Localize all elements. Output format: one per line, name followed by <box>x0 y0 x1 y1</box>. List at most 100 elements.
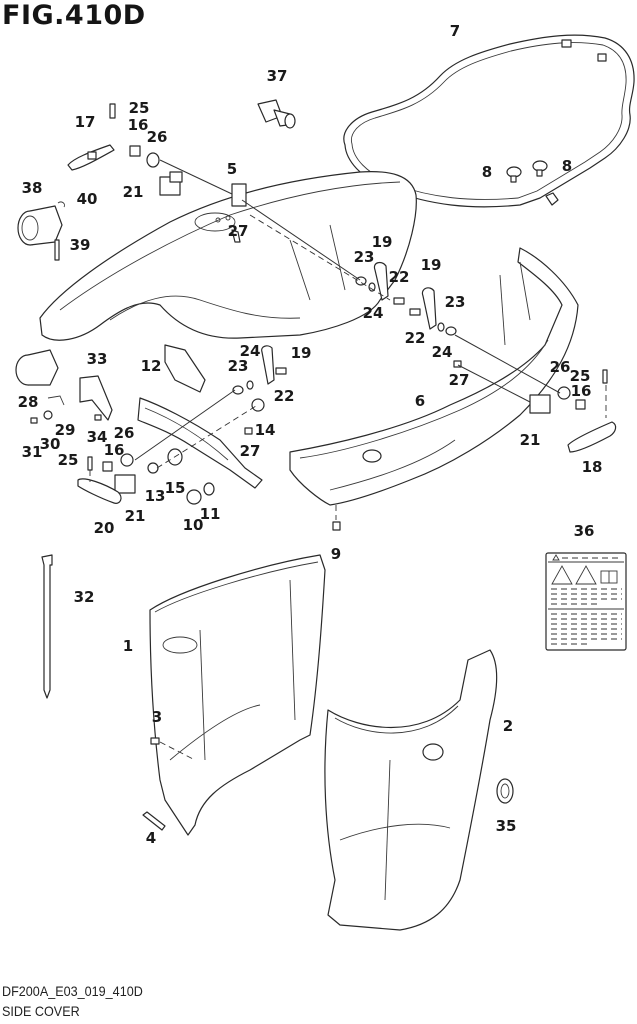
collar-part-13 <box>147 462 159 474</box>
figure-name: SIDE COVER <box>2 1003 80 1019</box>
callout-27: 27 <box>240 442 261 460</box>
callout-13: 13 <box>145 487 166 505</box>
callout-26: 26 <box>550 358 571 376</box>
lower-cover-part-1 <box>149 554 326 836</box>
pin-part-39 <box>54 239 60 261</box>
callout-19: 19 <box>372 233 393 251</box>
callout-25: 25 <box>570 367 591 385</box>
callout-26: 26 <box>114 424 135 442</box>
callout-17: 17 <box>75 113 96 131</box>
fire-warning-icon <box>551 565 573 585</box>
tie-strap-part-32 <box>41 554 53 699</box>
callout-19: 19 <box>291 344 312 362</box>
callout-28: 28 <box>18 393 39 411</box>
screw-part-27-upper <box>231 229 241 243</box>
latch-part-21-right <box>529 394 551 414</box>
pin-part-25-lower <box>87 456 93 471</box>
callout-25: 25 <box>129 99 150 117</box>
callout-14: 14 <box>255 421 276 439</box>
callout-34: 34 <box>87 428 108 446</box>
callout-8: 8 <box>482 163 492 181</box>
warning-triangle-icon <box>552 554 560 561</box>
washer-part-23-c <box>232 385 244 395</box>
callout-31: 31 <box>22 443 43 461</box>
bushing-part-16-lower <box>102 461 113 472</box>
lever-part-18 <box>567 421 617 453</box>
panel-part-12-upper <box>164 344 206 393</box>
washer-part-30 <box>43 410 53 420</box>
bushing-part-16-right <box>575 399 586 410</box>
callout-26: 26 <box>147 128 168 146</box>
bolt-part-22-c <box>275 367 287 375</box>
callout-20: 20 <box>94 519 115 537</box>
callout-6: 6 <box>415 392 425 410</box>
callout-36: 36 <box>574 522 595 540</box>
washer-part-23-b <box>445 326 457 336</box>
bracket-part-19-b <box>421 287 437 330</box>
callout-16: 16 <box>128 116 149 134</box>
bushing-part-16-upper <box>129 145 141 157</box>
callout-18: 18 <box>582 458 603 476</box>
callout-30: 30 <box>40 435 61 453</box>
callout-23: 23 <box>354 248 375 266</box>
callout-16: 16 <box>104 441 125 459</box>
grommet-part-26-upper <box>146 152 160 168</box>
callout-40: 40 <box>77 190 98 208</box>
callout-21: 21 <box>520 431 541 449</box>
grommet-part-35 <box>496 778 514 804</box>
callout-23: 23 <box>445 293 466 311</box>
callout-21: 21 <box>123 183 144 201</box>
callout-27: 27 <box>228 222 249 240</box>
callout-9: 9 <box>331 545 341 563</box>
washer-part-24-a <box>368 282 376 292</box>
clip-part-29 <box>47 395 65 406</box>
washer-part-24-b <box>437 322 445 332</box>
screw-part-27-lower <box>244 427 253 435</box>
figure-title: FIG.410D <box>2 0 146 31</box>
hand-hazard-warning-icon <box>575 565 597 585</box>
callout-10: 10 <box>183 516 204 534</box>
callout-19: 19 <box>421 256 442 274</box>
pin-part-25-right <box>602 369 608 384</box>
bolt-part-3 <box>150 737 160 745</box>
lower-cover-part-2 <box>324 649 498 931</box>
callout-38: 38 <box>22 179 43 197</box>
screw-part-9 <box>332 521 341 531</box>
screw-part-31 <box>30 417 38 424</box>
callout-23: 23 <box>228 357 249 375</box>
callout-24: 24 <box>363 304 384 322</box>
callout-5: 5 <box>227 160 237 178</box>
bracket-part-19-c <box>261 345 275 385</box>
cap-part-14 <box>251 398 265 412</box>
callout-8: 8 <box>562 157 572 175</box>
callout-25: 25 <box>58 451 79 469</box>
callout-32: 32 <box>74 588 95 606</box>
lever-part-17 <box>67 144 115 171</box>
grommet-part-8 <box>506 160 548 183</box>
callout-22: 22 <box>274 387 295 405</box>
bracket-part-12 <box>137 397 263 489</box>
grommet-part-26-lower <box>120 453 134 467</box>
callout-22: 22 <box>389 268 410 286</box>
bracket-part-33 <box>79 375 113 421</box>
screw-part-27-middle <box>453 360 462 368</box>
side-cover-part-6 <box>289 247 579 506</box>
grommet-part-26-right <box>557 386 571 400</box>
warning-label-part-36 <box>545 552 627 651</box>
clip-part-40 <box>57 201 65 208</box>
assembly-lines <box>89 159 607 761</box>
callout-24: 24 <box>432 343 453 361</box>
bracket-part-19-a <box>373 261 389 301</box>
callout-33: 33 <box>87 350 108 368</box>
latch-part-21-lower <box>114 474 136 494</box>
callout-1: 1 <box>123 637 133 655</box>
bolt-part-22-a <box>393 297 405 305</box>
hose-fitting-part-37 <box>257 99 296 129</box>
callout-11: 11 <box>200 505 221 523</box>
manual-book-icon <box>600 570 618 584</box>
seal-gasket-part-7 <box>343 34 635 208</box>
grommet-part-10 <box>186 489 202 505</box>
figure-code: DF200A_E03_019_410D <box>2 983 143 999</box>
